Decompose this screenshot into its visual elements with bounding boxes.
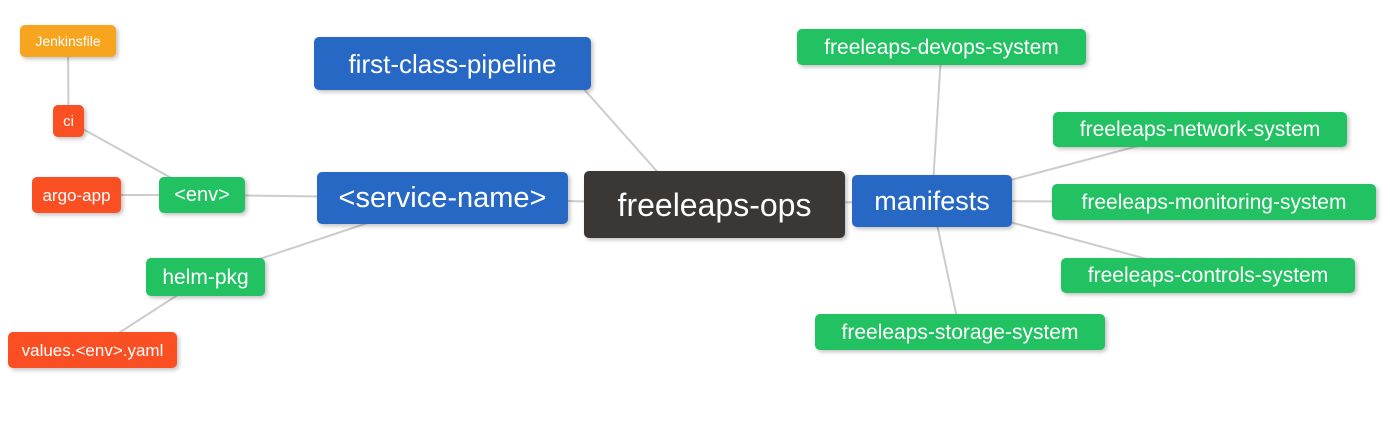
node-env[interactable]: <env> (159, 177, 245, 213)
node-freeleaps-storage-system[interactable]: freeleaps-storage-system (815, 314, 1105, 350)
node-helm-pkg[interactable]: helm-pkg (146, 258, 265, 296)
node-first-class-pipeline[interactable]: first-class-pipeline (314, 37, 591, 90)
edge-first-class-pipeline->freeleaps-ops (582, 87, 662, 177)
node-manifests[interactable]: manifests (852, 175, 1012, 227)
node-freeleaps-controls-system[interactable]: freeleaps-controls-system (1061, 258, 1355, 293)
node-freeleaps-devops-system[interactable]: freeleaps-devops-system (797, 29, 1086, 65)
node-freeleaps-ops[interactable]: freeleaps-ops (584, 171, 845, 238)
node-argo-app[interactable]: argo-app (32, 177, 121, 213)
node-service-name[interactable]: <service-name> (317, 172, 568, 224)
node-freeleaps-network-system[interactable]: freeleaps-network-system (1053, 112, 1347, 147)
node-values-env-yaml[interactable]: values.<env>.yaml (8, 332, 177, 368)
node-freeleaps-monitoring-system[interactable]: freeleaps-monitoring-system (1052, 184, 1376, 220)
node-jenkinsfile[interactable]: Jenkinsfile (20, 25, 116, 57)
node-ci[interactable]: ci (53, 105, 84, 137)
